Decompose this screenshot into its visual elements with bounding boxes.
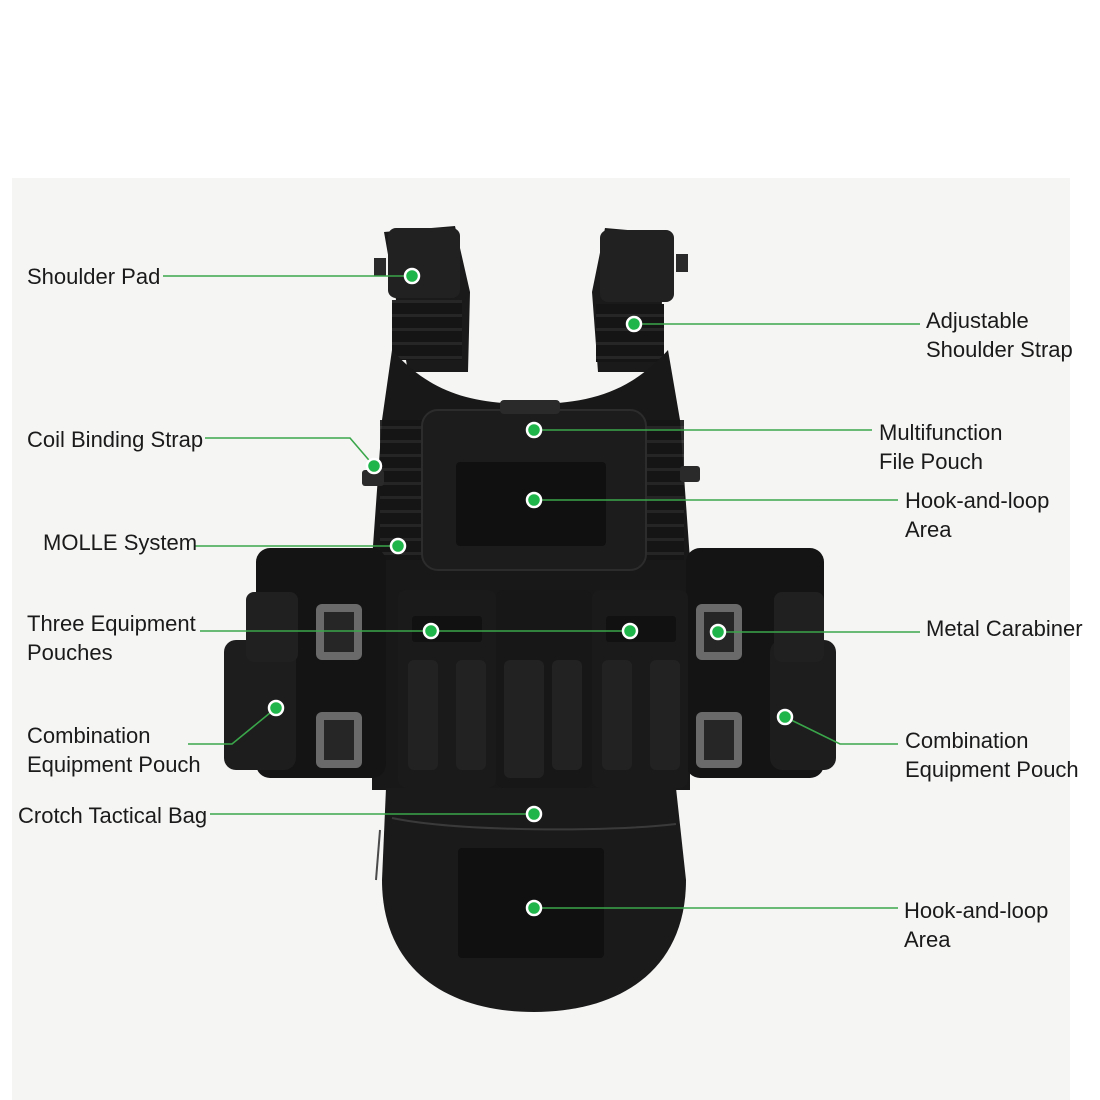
left-cummerbund <box>224 548 386 778</box>
right-cummerbund <box>686 548 836 778</box>
label-coil-binding-strap: Coil Binding Strap <box>27 427 204 452</box>
callout-leaders <box>163 267 920 917</box>
leader-line-combination-equipment-pouch-right <box>784 716 898 745</box>
label-metal-carabiner: Metal Carabiner <box>926 616 1083 641</box>
right-shoulder-strap <box>592 228 688 372</box>
callout-dot-molle-system <box>389 537 407 555</box>
callout-dot-three-equipment-pouches <box>422 622 440 640</box>
leader-line-combination-equipment-pouch-left <box>188 707 277 745</box>
callout-dot-crotch-tactical-bag <box>525 805 543 823</box>
label-shoulder-pad: Shoulder Pad <box>27 264 161 289</box>
callout-dot-three-equipment-pouches-2 <box>621 622 639 640</box>
callout-dot-coil-binding-strap <box>365 457 383 475</box>
label-crotch-tactical-bag: Crotch Tactical Bag <box>18 803 208 828</box>
label-molle-system: MOLLE System <box>43 530 198 555</box>
leader-line-coil-binding-strap <box>205 437 375 467</box>
callout-dot-metal-carabiner <box>709 623 727 641</box>
callout-dot-hook-and-loop-area-lower <box>525 899 543 917</box>
callout-dot-hook-and-loop-area-upper <box>525 491 543 509</box>
callout-dot-combination-equipment-pouch-right <box>776 708 794 726</box>
left-shoulder-strap <box>374 226 470 372</box>
callout-dot-combination-equipment-pouch-left <box>267 699 285 717</box>
callout-dot-multifunction-file-pouch <box>525 421 543 439</box>
callout-dot-shoulder-pad <box>403 267 421 285</box>
magazine-pouches <box>398 590 688 788</box>
file-pouch <box>421 400 647 571</box>
callout-dot-adjustable-shoulder-strap <box>625 315 643 333</box>
